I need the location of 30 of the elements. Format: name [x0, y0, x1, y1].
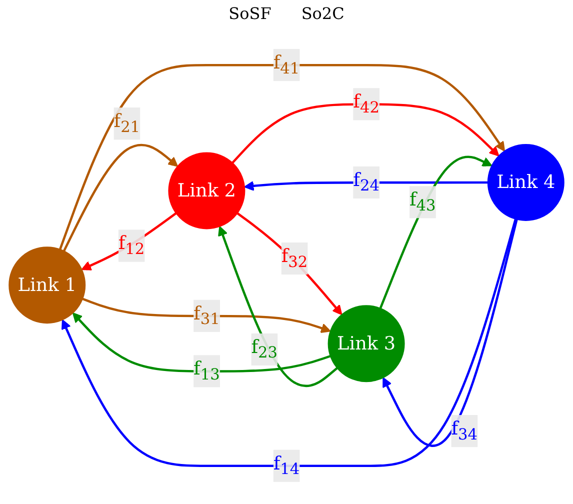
edge-label: f$_{43}$ [409, 188, 436, 216]
arrow [82, 298, 331, 333]
edge-label: f$_{34}$ [451, 417, 478, 444]
arrow [382, 219, 518, 447]
arrow [379, 156, 492, 309]
edge-label: f$_{41}$ [273, 51, 300, 78]
arrow [81, 212, 177, 270]
node-circle: Link 3 [328, 305, 405, 382]
node-circle: Link 2 [168, 152, 246, 230]
arrow [232, 103, 500, 164]
edge-label: f$_{42}$ [353, 90, 380, 118]
arrow [61, 218, 517, 468]
edge-label: f$_{24}$ [353, 168, 380, 196]
arrow [236, 212, 342, 316]
arrow [218, 226, 338, 388]
edge-label: f$_{32}$ [281, 244, 308, 272]
edge-label: f$_{13}$ [194, 357, 220, 384]
arrow [72, 312, 331, 372]
edge-label: f$_{21}$ [114, 110, 140, 136]
flow-label: So2C [301, 4, 344, 23]
flow-label: SoSF [228, 4, 272, 23]
edge-label: f$_{31}$ [194, 302, 220, 329]
edge-label: f$_{14}$ [273, 452, 300, 479]
edge-label: f$_{23}$ [251, 336, 278, 362]
arrow [58, 64, 506, 250]
arrow [244, 180, 488, 191]
edge-label: f$_{12}$ [118, 232, 145, 259]
node-circle: Link 4 [487, 144, 564, 221]
node-circle: Link 1 [8, 246, 86, 324]
arrow [62, 144, 178, 252]
